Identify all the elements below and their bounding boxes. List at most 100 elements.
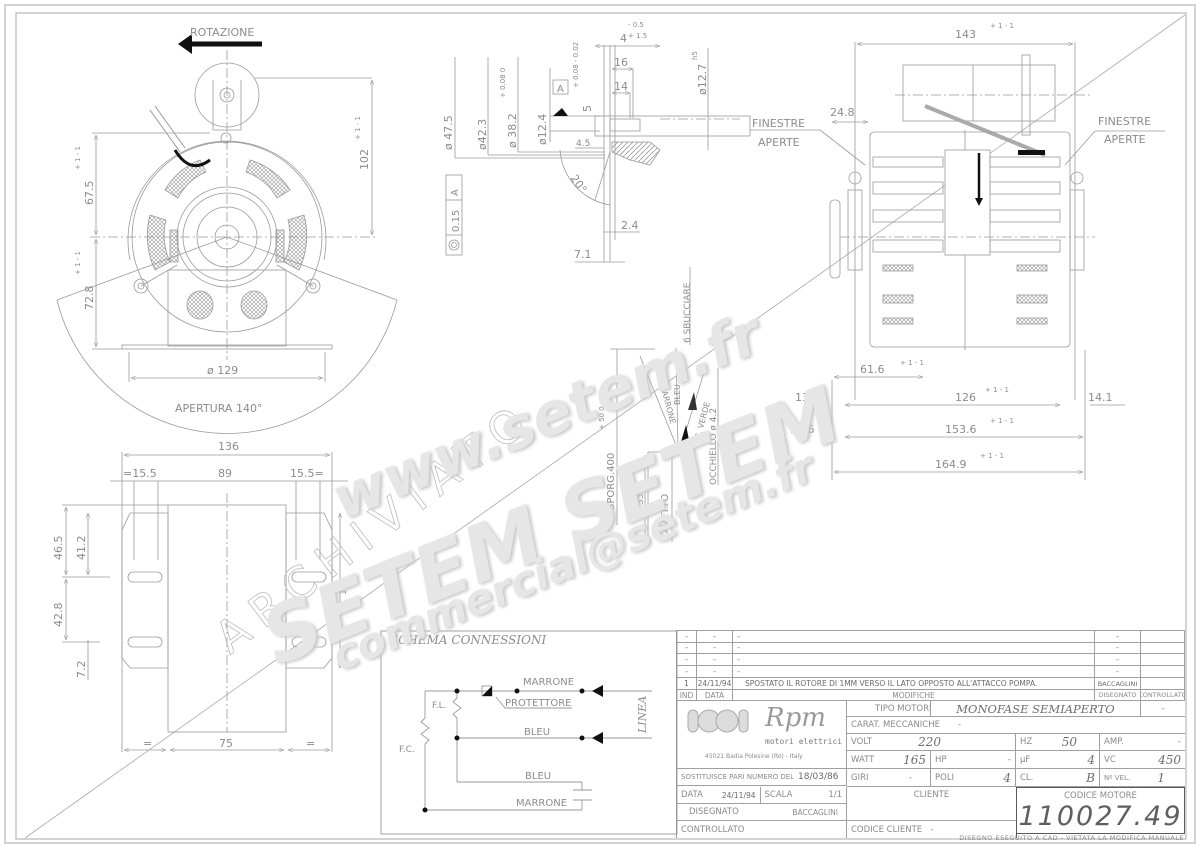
svg-text:PROTETTORE: PROTETTORE: [505, 698, 571, 709]
svg-text:F.L.: F.L.: [432, 701, 446, 711]
svg-text:+ 1 - 1: + 1 - 1: [990, 22, 1014, 30]
svg-text:BLEU: BLEU: [524, 727, 550, 738]
svg-text:FINESTRE: FINESTRE: [752, 117, 805, 130]
replaces-row: SOSTITUISCE PARI NUMERO DEL 18/03/86: [677, 769, 847, 786]
cable-detail: [610, 267, 719, 542]
title-block: - - - - - - - - - - - - - - - - 1 24/11/…: [676, 630, 1185, 838]
svg-text:+ 1 - 1: + 1 - 1: [985, 386, 1009, 394]
svg-text:46.5: 46.5: [52, 536, 65, 561]
svg-text:7.2: 7.2: [75, 661, 88, 679]
revision-row: 1 24/11/94 SPOSTATO IL ROTORE DI 1MM VER…: [677, 678, 1185, 690]
svg-text:6 SBUCCIARE: 6 SBUCCIARE: [683, 282, 693, 343]
svg-text:100: 100: [339, 578, 349, 595]
svg-text:FINESTRE: FINESTRE: [1098, 115, 1151, 128]
revision-row: - - - -: [677, 630, 1185, 643]
revision-row: - - - -: [677, 642, 1185, 654]
svg-text:A: A: [557, 84, 564, 95]
svg-text:20°: 20°: [568, 172, 590, 195]
company-address: 45021 Badia Polesine (Ro) - Italy: [705, 753, 803, 760]
svg-text:11.6: 11.6: [790, 423, 815, 436]
svg-text:75: 75: [219, 737, 233, 750]
revision-row: - - - -: [677, 666, 1185, 678]
company-logo-block: Rpm motori elettrici 45021 Badia Polesin…: [677, 701, 847, 769]
cable-labels: SPORG.400 + 50 0 CAVETTO 350 MARRONE BLE…: [598, 282, 719, 540]
svg-text:164.9: 164.9: [935, 458, 967, 471]
svg-text:67.5: 67.5: [83, 181, 96, 206]
shaft-labels: ø 47.5 ø42.3 ø 38.2 + 0.08 0 ø12.4 A 5 +…: [442, 21, 709, 261]
svg-text:BLEU: BLEU: [673, 384, 682, 405]
schema-title: SCHEMA CONNESSIONI: [390, 633, 546, 647]
svg-text:+ 1 - 1: + 1 - 1: [74, 146, 82, 170]
svg-text:0.15: 0.15: [451, 210, 462, 232]
svg-text:- 0.5: - 0.5: [628, 21, 644, 29]
svg-text:143: 143: [955, 28, 976, 41]
svg-text:CAVETTO: CAVETTO: [660, 494, 671, 540]
svg-text:126: 126: [955, 391, 976, 404]
rpm-logo-icon: [687, 709, 749, 733]
svg-text:=: =: [306, 737, 315, 750]
front-view: [56, 34, 398, 434]
base-view-labels: 136 =15.5 89 15.5= 46.5 41.2 42.8 7.2 75…: [52, 440, 349, 750]
svg-text:MARRONE: MARRONE: [516, 798, 567, 809]
svg-text:14.1: 14.1: [1088, 391, 1113, 404]
svg-text:16: 16: [614, 56, 628, 69]
svg-text:42.8: 42.8: [52, 603, 65, 628]
carat-row: CARAT. MECCANICHE -: [847, 717, 1185, 734]
revision-header: IND DATA MODIFICHE DISEGNATO CONTROLLATO: [677, 690, 1185, 701]
svg-text:+ 0.08 0: + 0.08 0: [499, 68, 507, 98]
svg-text:ø 47.5: ø 47.5: [442, 115, 455, 150]
side-view: [750, 42, 1165, 480]
svg-text:SPORG.400: SPORG.400: [606, 453, 617, 510]
revision-row: - - - -: [677, 654, 1185, 666]
svg-text:+ 1.5: + 1.5: [628, 32, 647, 40]
svg-text:72.8: 72.8: [83, 286, 96, 311]
archive-stamp: ARCHIVIATO: [206, 390, 545, 663]
rotation-arrow-icon: [178, 34, 192, 54]
outer-border: [4, 4, 1196, 844]
svg-text:OCCHIELLO ø 4.2: OCCHIELLO ø 4.2: [709, 408, 719, 485]
svg-text:ø 129: ø 129: [207, 364, 238, 377]
svg-text:+ 50 0: + 50 0: [598, 406, 606, 430]
svg-text:+ 1 - 1: + 1 - 1: [74, 251, 82, 275]
svg-text:APERTE: APERTE: [1104, 133, 1146, 146]
svg-text:5: 5: [581, 105, 594, 112]
base-view: [62, 452, 348, 752]
line-terminal-icon: [592, 732, 603, 744]
diagonal-line: [24, 14, 1186, 839]
line-terminal-icon: [592, 685, 603, 697]
svg-text:4: 4: [620, 32, 627, 45]
company-brand: Rpm: [765, 703, 826, 733]
shaft-detail: [445, 45, 751, 263]
footer-note: DISEGNO ESEGUITO A CAD - VIETATA LA MODI…: [959, 834, 1184, 842]
svg-text:h5: h5: [691, 51, 699, 60]
svg-text:350: 350: [636, 488, 646, 505]
svg-text:61.6: 61.6: [860, 363, 885, 376]
svg-text:+ 1 - 1: + 1 - 1: [900, 359, 924, 367]
rotation-label: ROTAZIONE: [190, 26, 254, 39]
schema-box: [380, 630, 678, 835]
inner-border: [15, 12, 1187, 840]
svg-text:24.8: 24.8: [830, 106, 855, 119]
svg-text:136: 136: [218, 440, 239, 453]
svg-text:=: =: [143, 737, 152, 750]
front-view-labels: ROTAZIONE 102 + 1 - 1 67.5 + 1 - 1 72.8 …: [74, 26, 371, 415]
motor-code-box: CODICE MOTORE 110027.49: [1017, 787, 1185, 834]
svg-text:=15.5: =15.5: [123, 467, 157, 480]
svg-text:ø42.3: ø42.3: [476, 119, 489, 150]
svg-text:A: A: [450, 189, 461, 196]
svg-text:+ 1 - 1: + 1 - 1: [990, 417, 1014, 425]
svg-text:ø12.7: ø12.7: [696, 64, 709, 95]
svg-text:APERTURA 140°: APERTURA 140°: [175, 402, 262, 415]
svg-text:+ 0.08 - 0.02: + 0.08 - 0.02: [572, 42, 580, 88]
svg-text:15.5=: 15.5=: [290, 467, 324, 480]
giri-row: GIRI - POLI 4 CL. B Nº VEL. 1: [847, 769, 1185, 787]
company-subtitle: motori elettrici: [765, 737, 843, 746]
svg-text:7.1: 7.1: [574, 248, 592, 261]
svg-text:+ 1 - 1: + 1 - 1: [354, 116, 362, 140]
svg-text:BLEU: BLEU: [525, 771, 551, 782]
drawing-info: DATA 24/11/94 SCALA 1/1 DISEGNATO BACCAG…: [677, 787, 847, 838]
svg-text:F.C.: F.C.: [399, 745, 415, 755]
svg-text:14: 14: [614, 80, 628, 93]
